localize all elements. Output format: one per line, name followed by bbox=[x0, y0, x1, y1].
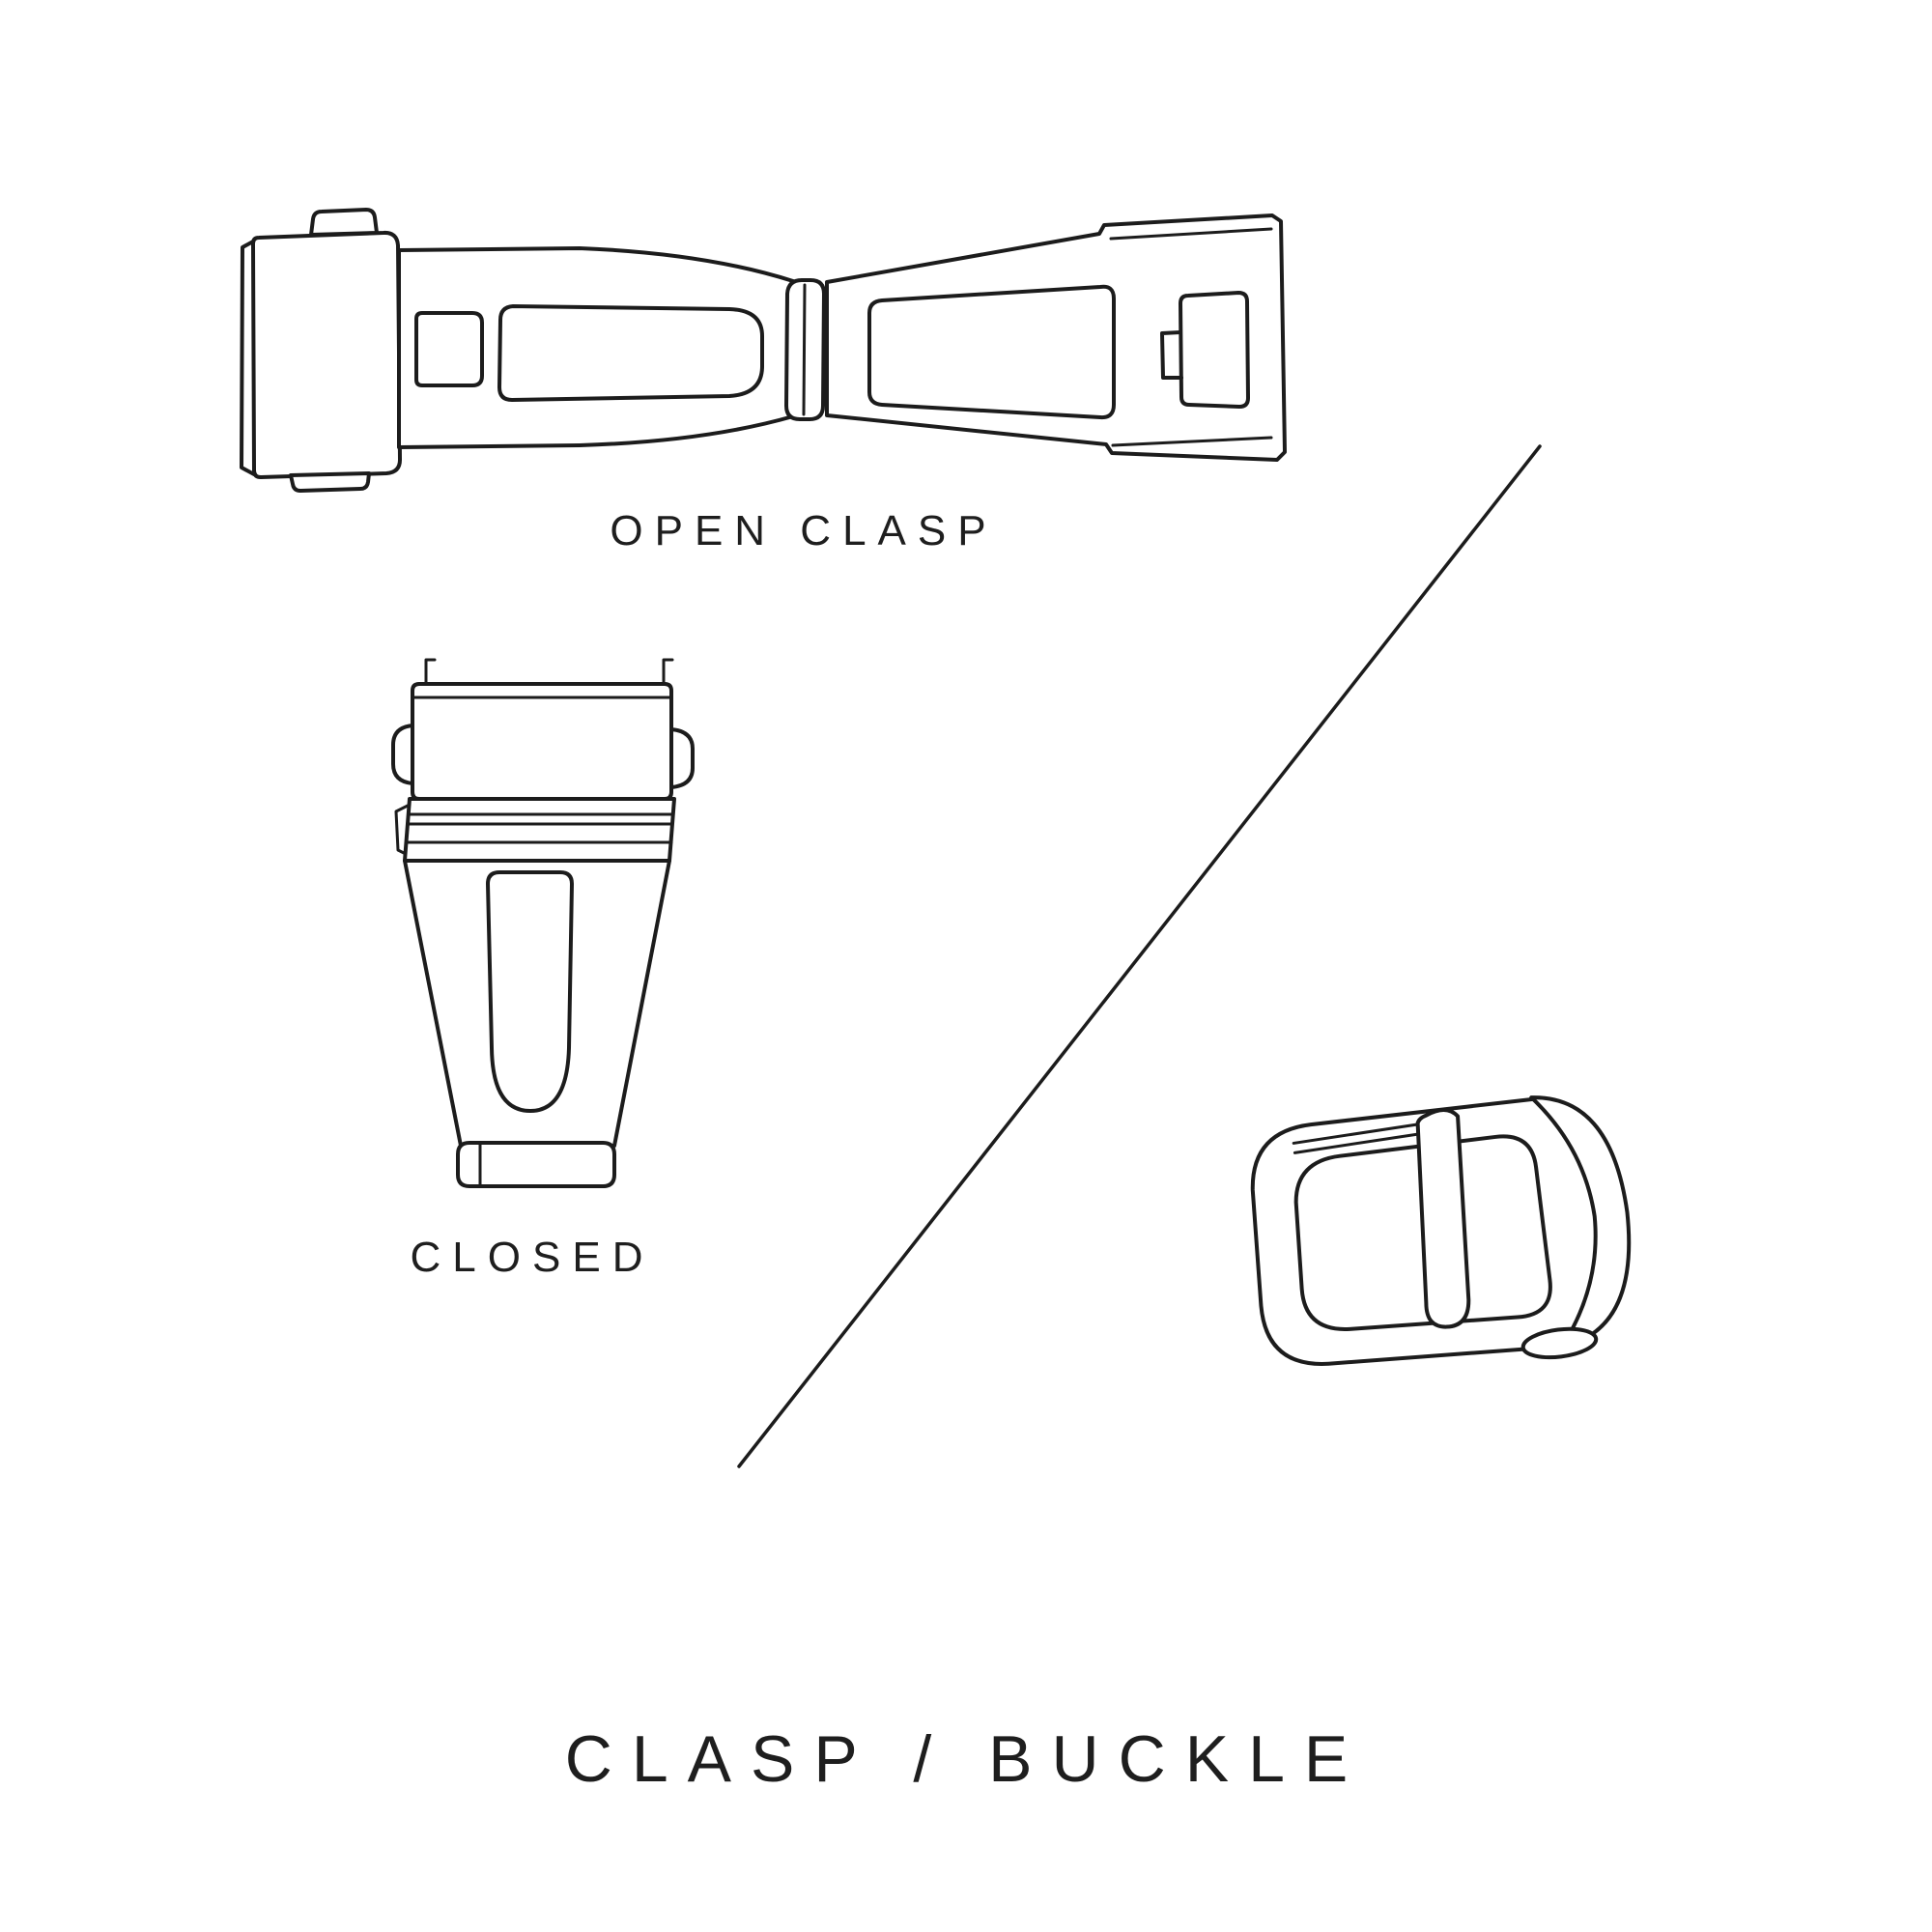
open-clasp-label: OPEN CLASP bbox=[610, 507, 998, 554]
open-clasp-illustration bbox=[240, 208, 1287, 493]
closed-clasp-illustration bbox=[391, 658, 695, 1188]
diagonal-divider-line bbox=[737, 444, 1542, 1468]
tang-buckle-illustration bbox=[1250, 1095, 1632, 1366]
closed-label: CLOSED bbox=[410, 1234, 655, 1281]
page-title: CLASP / BUCKLE bbox=[564, 1722, 1368, 1796]
